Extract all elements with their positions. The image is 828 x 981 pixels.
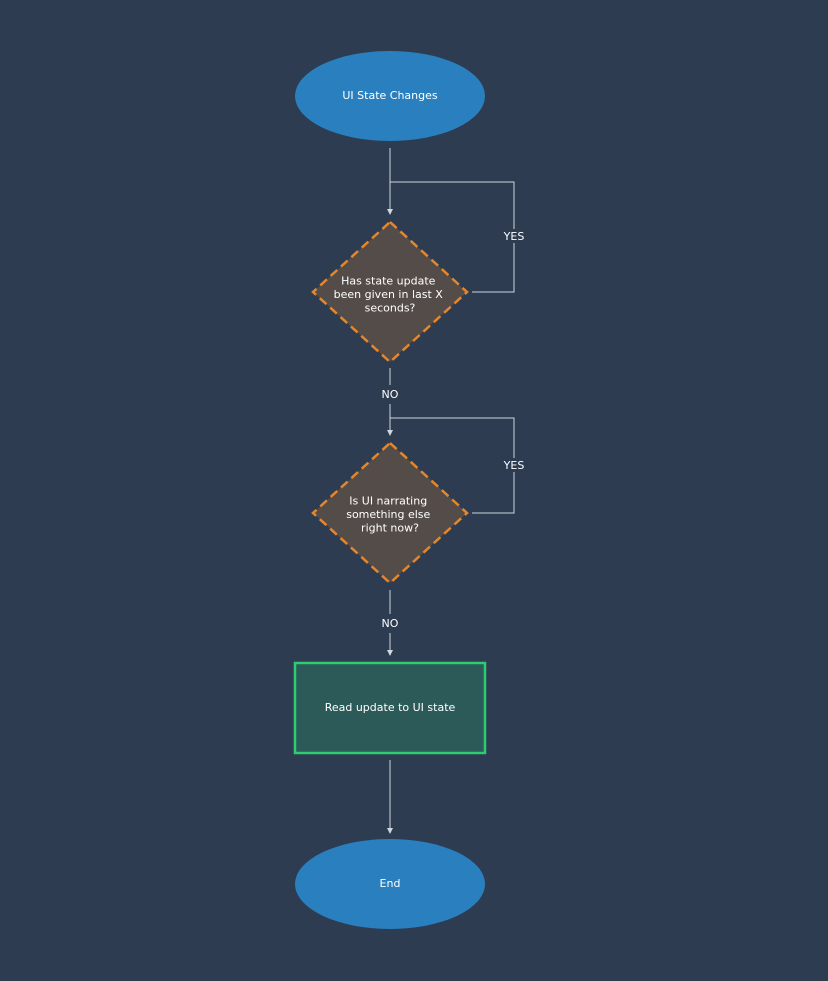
decision-last-update-shape [311,220,469,364]
decision-last-update-line-3: seconds? [365,302,416,315]
decision-last-update-yes-label: YES [503,230,525,243]
start-node-label: UI State Changes [342,89,438,102]
connector-decision1-yes-loop [390,181,515,293]
decision-last-update-line-2: been given in last X [334,288,444,301]
decision-narrating-no-label: NO [382,617,399,630]
decision-last-update-no-label: NO [382,388,399,401]
decision-last-update: Has state update been given in last X se… [311,220,469,364]
decision-narrating-line-3: right now? [361,522,419,535]
decision-narrating-yes-label: YES [503,459,525,472]
start-node-shape [295,51,485,141]
decision-narrating-line-2: something else [346,508,430,521]
end-node-label: End [380,877,401,890]
end-node: End [295,839,485,929]
decision-last-update-label: Has state update been given in last X se… [334,275,447,315]
decision-narrating-line-1: Is UI narrating [349,495,427,508]
decision-narrating-label: Is UI narrating something else right now… [346,495,434,535]
connector-decision2-yes-loop [390,417,515,514]
process-read-update-label: Read update to UI state [325,701,456,714]
start-node: UI State Changes [295,51,485,141]
decision-narrating: Is UI narrating something else right now… [311,441,469,585]
process-read-update-shape [293,661,487,755]
decision-narrating-shape [311,441,469,585]
process-read-update: Read update to UI state [293,661,487,755]
decision-last-update-line-1: Has state update [341,275,436,288]
connectors [390,148,515,834]
end-node-shape [295,839,485,929]
